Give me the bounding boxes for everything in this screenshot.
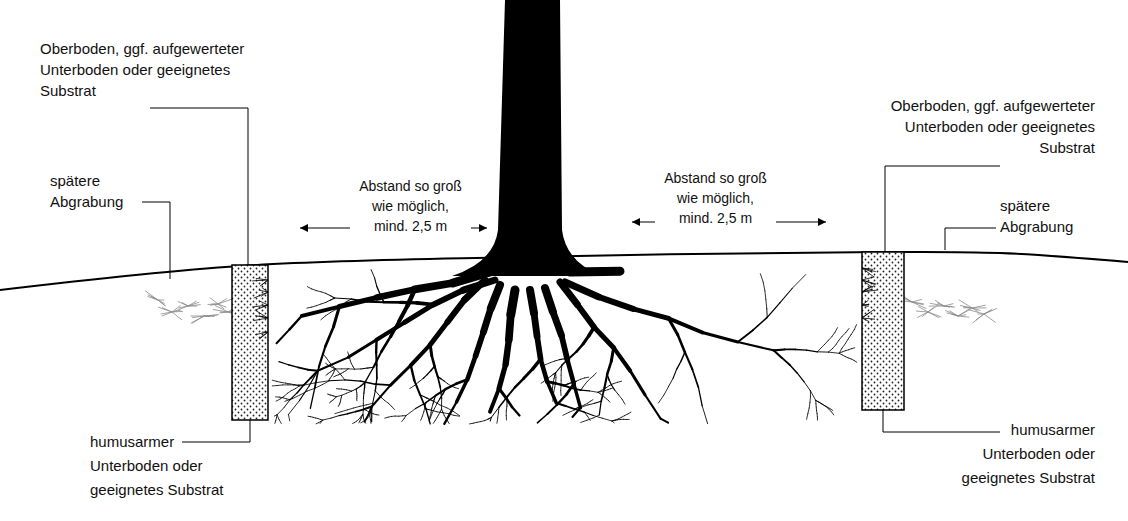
- right-trench: [862, 252, 904, 410]
- root-system: [272, 270, 857, 424]
- leader-lines: [142, 108, 1000, 442]
- left-trench: [232, 265, 268, 420]
- excavation-label: spätere Abgrabung: [1000, 195, 1092, 237]
- distance-label: Abstand so groß wie möglich, mind. 2,5 m: [655, 168, 776, 228]
- tree-trunk: [452, 0, 602, 276]
- trench-fine-roots: [252, 268, 877, 339]
- soil-label: Oberboden, ggf. aufgewerteter Unterboden…: [40, 38, 255, 101]
- ground-line: [0, 252, 1128, 290]
- subsoil-label: humusarmer Unterboden oder geeignetes Su…: [945, 418, 1095, 490]
- soil-label: Oberboden, ggf. aufgewerteter Unterboden…: [880, 95, 1095, 158]
- distance-label: Abstand so groß wie möglich, mind. 2,5 m: [350, 176, 471, 236]
- excavation-label: spätere Abgrabung: [50, 170, 140, 212]
- subsoil-label: humusarmer Unterboden oder geeignetes Su…: [90, 430, 235, 502]
